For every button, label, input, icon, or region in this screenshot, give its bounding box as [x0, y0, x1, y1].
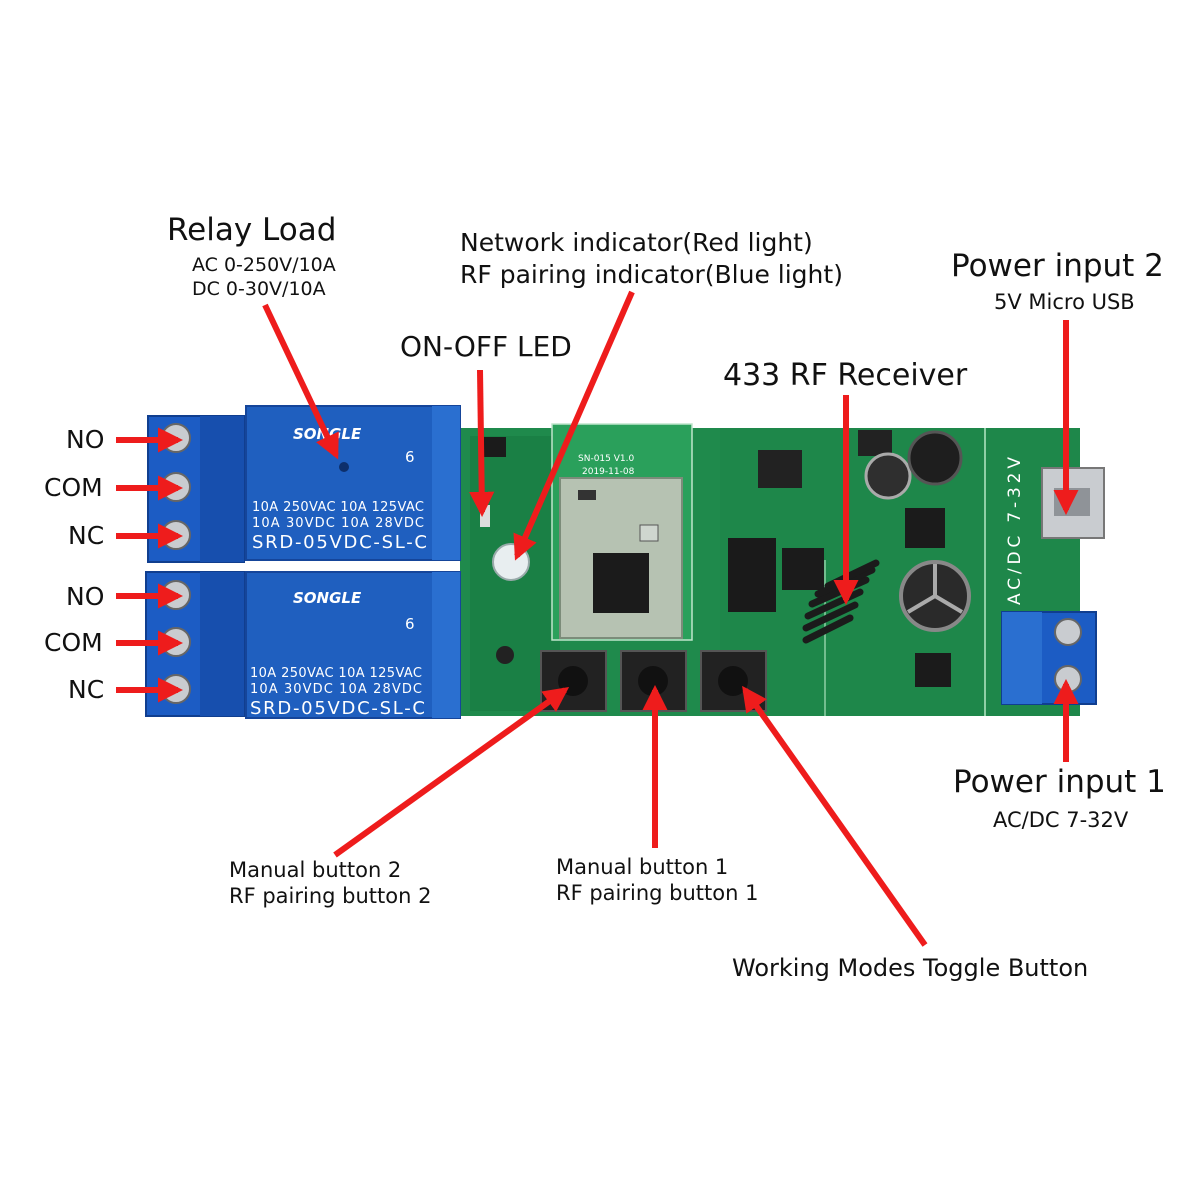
- wifi-module: [551, 423, 693, 641]
- rf-receiver-label: 433 RF Receiver: [723, 358, 968, 393]
- relay-bottom-rating1: 10A 250VAC 10A 125VAC: [250, 666, 422, 681]
- power-input-2-sub: 5V Micro USB: [994, 290, 1135, 314]
- manual-button-2-label: Manual button 2: [229, 858, 402, 882]
- power-input-1-title: Power input 1: [953, 764, 1166, 800]
- arrow-on-off-led: [469, 369, 495, 518]
- relay-bottom: [245, 571, 461, 719]
- manual-button-1-label: Manual button 1: [556, 855, 729, 879]
- board-silk-voltage: AC/DC 7-32V: [1005, 457, 1025, 605]
- relay-bottom-brand: SONGLE: [293, 589, 362, 607]
- module-silk-version: SN-015 V1.0: [578, 454, 634, 464]
- on-off-led-label: ON-OFF LED: [400, 330, 572, 363]
- arrow-mode-toggle: [742, 685, 928, 947]
- relay-top-rating1: 10A 250VAC 10A 125VAC: [252, 500, 424, 515]
- terminal-top-com: COM: [44, 473, 103, 502]
- relay-top-rating2: 10A 30VDC 10A 28VDC: [252, 516, 424, 531]
- terminal-block-power: [1001, 611, 1097, 705]
- callout-arrows: [116, 290, 1079, 947]
- mode-toggle-label: Working Modes Toggle Button: [732, 954, 1089, 982]
- relay-bottom-model: SRD-05VDC-SL-C: [250, 698, 425, 719]
- terminal-top-no: NO: [66, 425, 105, 454]
- relay-bottom-rating2: 10A 30VDC 10A 28VDC: [250, 682, 422, 697]
- power-input-2-title: Power input 2: [951, 248, 1164, 284]
- terminal-bottom-no: NO: [66, 582, 105, 611]
- relay-top-cert: 6: [405, 448, 415, 466]
- terminal-bottom-com: COM: [44, 628, 103, 657]
- relay-top-model: SRD-05VDC-SL-C: [252, 532, 427, 553]
- rf-pairing-button-2-label: RF pairing button 2: [229, 884, 432, 908]
- rf-pairing-button-1-label: RF pairing button 1: [556, 881, 759, 905]
- relay-bottom-cert: 6: [405, 615, 415, 633]
- tactile-buttons: [540, 650, 767, 712]
- module-silk-date: 2019-11-08: [582, 467, 635, 477]
- network-indicator-label: Network indicator(Red light): [460, 228, 813, 257]
- relay-load-dc: DC 0-30V/10A: [192, 278, 326, 300]
- relay-load-title: Relay Load: [167, 212, 337, 248]
- relay-load-ac: AC 0-250V/10A: [192, 254, 336, 276]
- power-input-1-sub: AC/DC 7-32V: [993, 808, 1129, 832]
- micro-usb-port: [1041, 467, 1105, 539]
- rf-pairing-indicator-label: RF pairing indicator(Blue light): [460, 260, 843, 289]
- arrow-relay-load: [262, 303, 339, 460]
- arrow-network-indicator: [513, 290, 635, 561]
- terminal-bottom-nc: NC: [68, 675, 105, 704]
- terminal-top-nc: NC: [68, 521, 105, 550]
- arrow-manual-button-2: [333, 687, 570, 858]
- relay-top: [245, 405, 461, 561]
- pcb-components: [480, 430, 971, 687]
